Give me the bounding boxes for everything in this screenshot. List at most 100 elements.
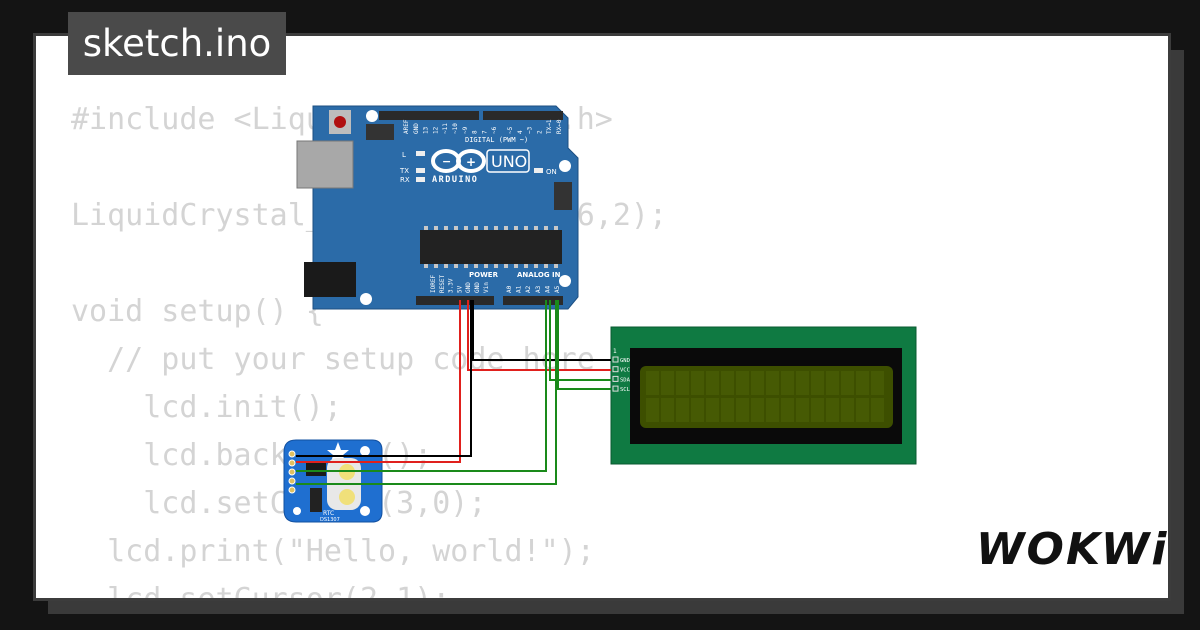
star-icon	[327, 442, 349, 463]
chip-leg	[504, 264, 508, 268]
digital-pin-label: TX→1	[546, 119, 553, 134]
lcd-cell	[856, 371, 869, 395]
led-on-label: ON	[546, 168, 557, 176]
analog-pin-label: A3	[535, 285, 542, 293]
led-tx	[416, 168, 425, 173]
lcd-cell	[826, 371, 839, 395]
digital-header-left	[379, 111, 479, 120]
analog-header	[503, 296, 563, 305]
chip-leg	[464, 226, 468, 230]
lcd-cell	[706, 398, 719, 422]
digital-pin-label: RX←0	[556, 119, 563, 134]
lcd-pin[interactable]	[612, 375, 619, 382]
digital-pin-label: ~9	[462, 126, 469, 134]
chip-leg	[474, 264, 478, 268]
lcd-cell	[796, 371, 809, 395]
chip-leg	[454, 226, 458, 230]
chip-leg	[514, 264, 518, 268]
lcd-cell	[721, 371, 734, 395]
lcd-cell	[661, 371, 674, 395]
analog-pin-label: A2	[525, 285, 532, 293]
rtc-pin[interactable]	[288, 468, 296, 476]
lcd-cell	[646, 398, 659, 422]
power-pin-label: RESET	[439, 275, 446, 293]
power-label: POWER	[469, 271, 499, 279]
chip-leg	[484, 226, 488, 230]
rtc-pin[interactable]	[288, 450, 296, 458]
rtc-pin[interactable]	[288, 477, 296, 485]
chip-leg	[544, 226, 548, 230]
lcd-pin-label: SCL	[620, 387, 631, 393]
led-rx-label: RX	[400, 176, 410, 184]
lcd-cell	[676, 398, 689, 422]
power-jack	[304, 262, 356, 297]
lcd-cell	[871, 371, 884, 395]
power-pin-label: GND	[474, 282, 481, 293]
power-pin-label: IOREF	[430, 275, 437, 293]
analog-label: ANALOG IN	[517, 271, 561, 279]
lcd-cell	[841, 398, 854, 422]
lcd-cell	[766, 398, 779, 422]
led-l-label: L	[402, 151, 406, 159]
digital-pin-label: AREF	[403, 119, 410, 134]
digital-pin-label: 8	[472, 130, 479, 134]
analog-pin-label: A5	[554, 285, 561, 293]
lcd-cell	[736, 371, 749, 395]
lcd-pin[interactable]	[612, 356, 619, 363]
mount-hole	[559, 275, 571, 287]
digital-pin-label: ~6	[491, 126, 498, 134]
code-line: // put your setup code here	[71, 342, 595, 377]
chip-leg	[444, 226, 448, 230]
crystal	[310, 488, 322, 512]
digital-pin-label: 13	[423, 126, 430, 134]
chip-leg	[434, 226, 438, 230]
lcd-cell	[811, 371, 824, 395]
lcd-pin[interactable]	[612, 385, 619, 392]
file-tab[interactable]: sketch.ino	[68, 12, 286, 75]
chip-leg	[444, 264, 448, 268]
digital-pin-label: 4	[517, 130, 524, 134]
rtc-pins	[288, 450, 296, 494]
rtc-pin[interactable]	[288, 486, 296, 494]
wire-sda-rtc	[296, 300, 547, 472]
chip-leg	[514, 226, 518, 230]
chip-leg	[474, 226, 478, 230]
lcd-character-cells	[646, 371, 884, 422]
code-line: lcd.init();	[71, 390, 342, 425]
lcd-cell	[856, 398, 869, 422]
chip-leg	[504, 226, 508, 230]
lcd-cell	[871, 398, 884, 422]
lcd-cell	[841, 371, 854, 395]
led-rx	[416, 177, 425, 182]
chip-leg	[434, 264, 438, 268]
lcd-pin[interactable]	[612, 366, 619, 373]
led-on	[534, 168, 543, 173]
mount-hole	[360, 506, 370, 516]
chip-leg	[484, 264, 488, 268]
digital-pin-label: ~10	[452, 123, 459, 134]
wire-sda-lcd	[549, 300, 611, 381]
code-line: lcd.setCursor(2,1);	[71, 582, 451, 601]
chip-leg	[494, 226, 498, 230]
lcd-cell	[661, 398, 674, 422]
digital-pin-label: ~3	[527, 126, 534, 134]
wire-gnd-lcd	[472, 300, 611, 361]
chip-leg	[424, 264, 428, 268]
rtc-ds1307-module[interactable]: RTC DS1307	[283, 439, 383, 523]
usb-port	[296, 140, 354, 189]
lcd-cell	[796, 398, 809, 422]
power-pin-label: 5V	[456, 285, 463, 293]
mount-hole	[293, 507, 301, 515]
power-pin-label: GND	[465, 282, 472, 293]
lcd-cell	[781, 371, 794, 395]
arduino-logo-icon: − +	[431, 149, 486, 173]
rtc-pin[interactable]	[288, 459, 296, 467]
digital-header-right	[483, 111, 563, 120]
chip-leg	[534, 226, 538, 230]
wire-scl-rtc	[296, 300, 557, 485]
